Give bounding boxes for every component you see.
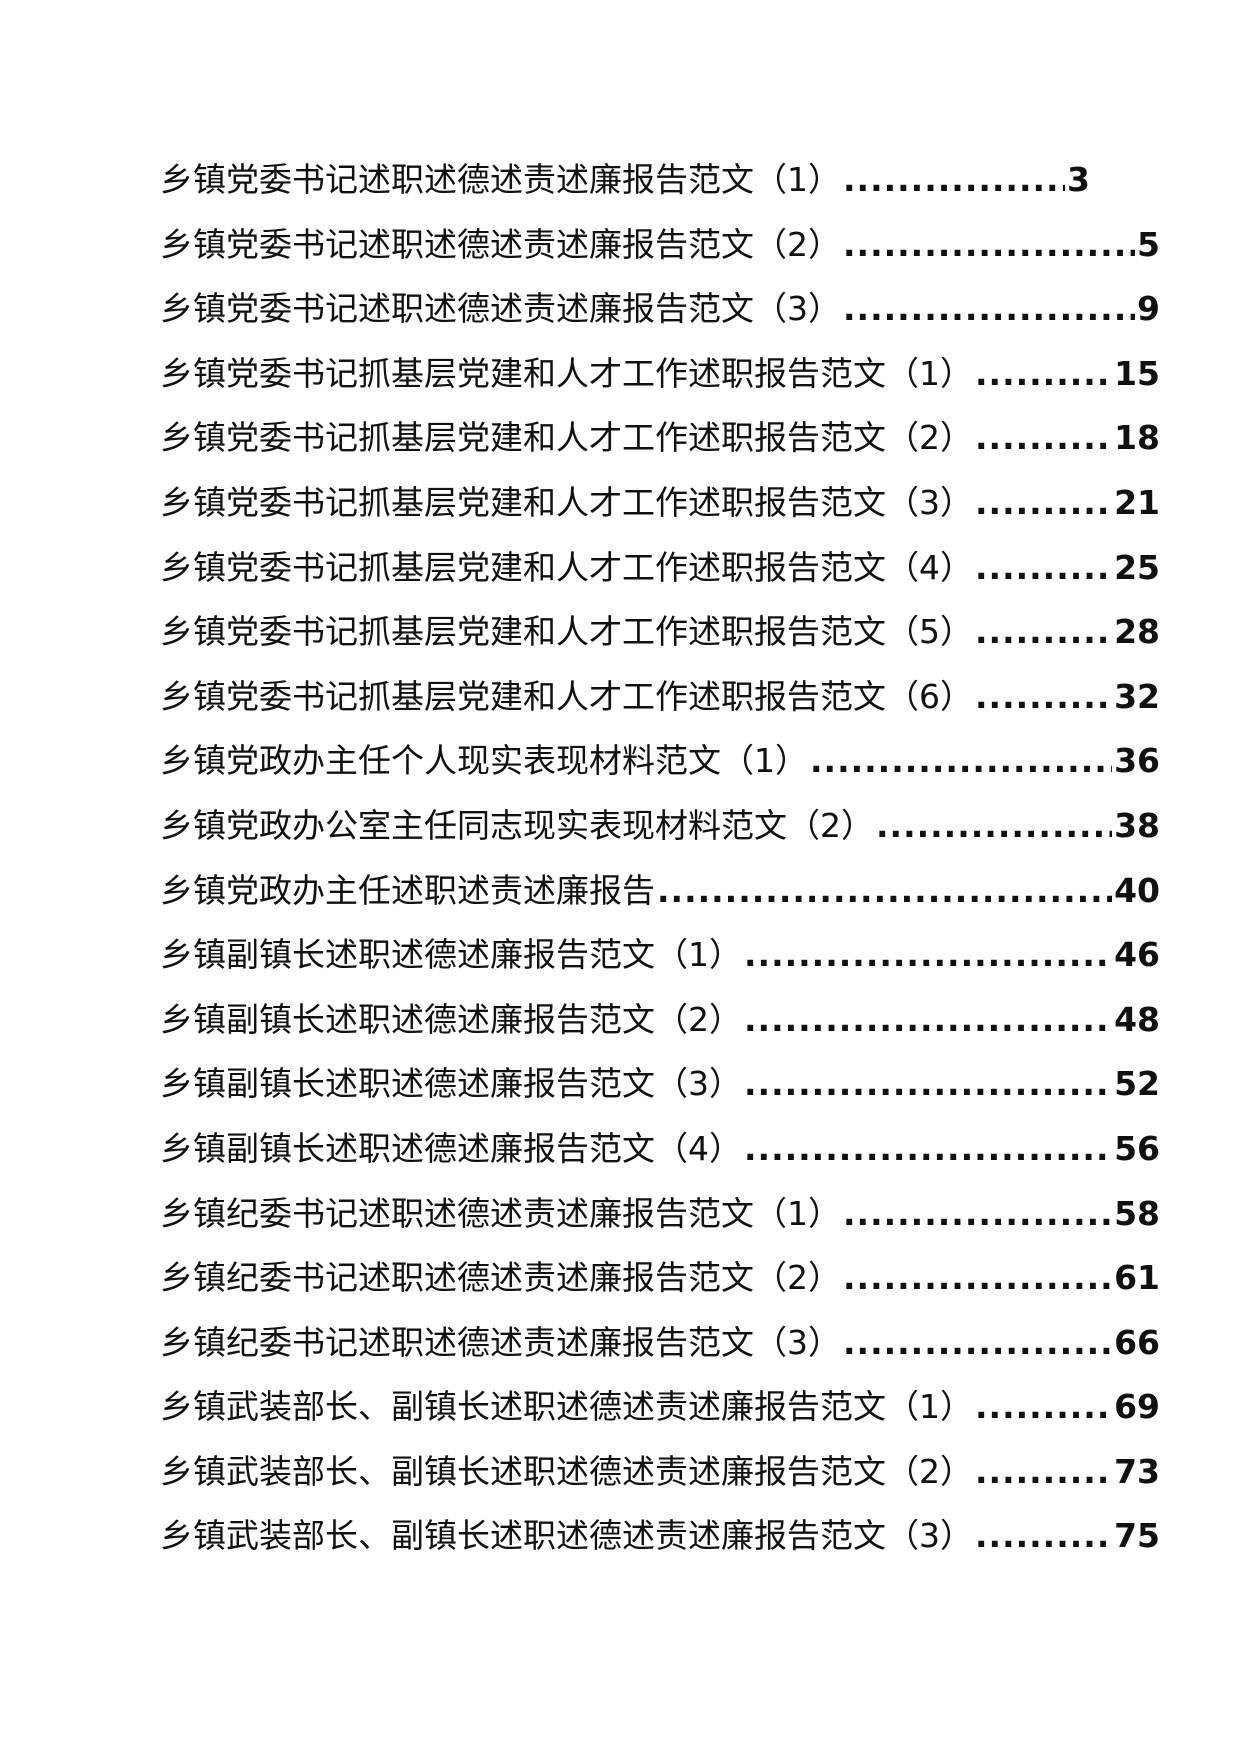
toc-dot-leader bbox=[843, 1246, 1112, 1311]
toc-page-number: 61 bbox=[1114, 1258, 1160, 1298]
toc-dot-leader bbox=[843, 1182, 1112, 1247]
toc-entry-title: 乡镇武装部长、副镇长述职述德述责述廉报告范文（3） bbox=[160, 1516, 973, 1556]
toc-entry-title: 乡镇武装部长、副镇长述职述德述责述廉报告范文（1） bbox=[160, 1387, 973, 1427]
toc-dot-leader bbox=[975, 665, 1112, 730]
toc-page-number: 40 bbox=[1114, 870, 1160, 910]
toc-dot-leader bbox=[975, 536, 1112, 601]
toc-dot-leader bbox=[975, 471, 1112, 536]
toc-entry-title: 乡镇副镇长述职述德述廉报告范文（1） bbox=[160, 935, 742, 975]
toc-page-number: 9 bbox=[1137, 289, 1160, 329]
toc-entry-title: 乡镇党委书记抓基层党建和人才工作述职报告范文（5） bbox=[160, 612, 973, 652]
toc-entry[interactable]: 乡镇党委书记抓基层党建和人才工作述职报告范文（3） 21 bbox=[160, 471, 1160, 536]
toc-dot-leader bbox=[744, 988, 1112, 1053]
toc-entry-title: 乡镇武装部长、副镇长述职述德述责述廉报告范文（2） bbox=[160, 1451, 973, 1491]
toc-entry[interactable]: 乡镇党委书记述职述德述责述廉报告范文（1） 3 bbox=[160, 148, 1090, 213]
toc-dot-leader bbox=[657, 859, 1112, 924]
toc-entry-title: 乡镇副镇长述职述德述廉报告范文（3） bbox=[160, 1064, 742, 1104]
toc-entry[interactable]: 乡镇党委书记抓基层党建和人才工作述职报告范文（5） 28 bbox=[160, 600, 1160, 665]
toc-page-number: 15 bbox=[1114, 353, 1160, 393]
toc-dot-leader bbox=[975, 1375, 1112, 1440]
toc-dot-leader bbox=[744, 923, 1112, 988]
toc-page-number: 73 bbox=[1114, 1451, 1160, 1491]
toc-entry-title: 乡镇党委书记述职述德述责述廉报告范文（3） bbox=[160, 289, 841, 329]
toc-entry-title: 乡镇党委书记抓基层党建和人才工作述职报告范文（6） bbox=[160, 676, 973, 716]
toc-page-number: 38 bbox=[1114, 805, 1160, 845]
toc-entry[interactable]: 乡镇党政办主任述职述责述廉报告 40 bbox=[160, 859, 1160, 924]
toc-dot-leader bbox=[843, 277, 1135, 342]
toc-page-number: 25 bbox=[1114, 547, 1160, 587]
toc-entry-title: 乡镇党政办主任述职述责述廉报告 bbox=[160, 870, 655, 910]
toc-entry[interactable]: 乡镇党委书记抓基层党建和人才工作述职报告范文（6） 32 bbox=[160, 665, 1160, 730]
toc-entry[interactable]: 乡镇武装部长、副镇长述职述德述责述廉报告范文（1） 69 bbox=[160, 1375, 1160, 1440]
toc-dot-leader bbox=[843, 148, 1065, 213]
toc-entry-title: 乡镇党委书记抓基层党建和人才工作述职报告范文（1） bbox=[160, 353, 973, 393]
toc-page-number: 18 bbox=[1114, 418, 1160, 458]
toc-entry[interactable]: 乡镇副镇长述职述德述廉报告范文（1） 46 bbox=[160, 923, 1160, 988]
toc-entry-title: 乡镇党委书记抓基层党建和人才工作述职报告范文（3） bbox=[160, 482, 973, 522]
toc-dot-leader bbox=[975, 406, 1112, 471]
toc-page-number: 28 bbox=[1114, 612, 1160, 652]
toc-dot-leader bbox=[876, 794, 1112, 859]
toc-page-number: 48 bbox=[1114, 999, 1160, 1039]
toc-entry-title: 乡镇党政办主任个人现实表现材料范文（1） bbox=[160, 741, 808, 781]
toc-dot-leader bbox=[975, 600, 1112, 665]
toc-entry-title: 乡镇党委书记述职述德述责述廉报告范文（1） bbox=[160, 160, 841, 199]
toc-page-number: 56 bbox=[1114, 1128, 1160, 1168]
toc-page-number: 3 bbox=[1067, 160, 1090, 199]
toc-entry[interactable]: 乡镇纪委书记述职述德述责述廉报告范文（3） 66 bbox=[160, 1311, 1160, 1376]
toc-entry[interactable]: 乡镇党委书记述职述德述责述廉报告范文（3） 9 bbox=[160, 277, 1160, 342]
toc-page-number: 75 bbox=[1114, 1516, 1160, 1556]
toc-entry[interactable]: 乡镇副镇长述职述德述廉报告范文（3） 52 bbox=[160, 1052, 1160, 1117]
toc-entry[interactable]: 乡镇副镇长述职述德述廉报告范文（2） 48 bbox=[160, 988, 1160, 1053]
toc-entry-title: 乡镇党委书记抓基层党建和人才工作述职报告范文（2） bbox=[160, 418, 973, 458]
toc-page-number: 21 bbox=[1114, 482, 1160, 522]
toc-entry[interactable]: 乡镇党委书记抓基层党建和人才工作述职报告范文（2） 18 bbox=[160, 406, 1160, 471]
toc-dot-leader bbox=[975, 342, 1112, 407]
toc-page-number: 36 bbox=[1114, 741, 1160, 781]
toc-entry[interactable]: 乡镇副镇长述职述德述廉报告范文（4） 56 bbox=[160, 1117, 1160, 1182]
toc-entry[interactable]: 乡镇纪委书记述职述德述责述廉报告范文（2） 61 bbox=[160, 1246, 1160, 1311]
toc-dot-leader bbox=[744, 1052, 1112, 1117]
toc-dot-leader bbox=[843, 1311, 1112, 1376]
toc-page-number: 66 bbox=[1114, 1322, 1160, 1362]
toc-entry-title: 乡镇纪委书记述职述德述责述廉报告范文（3） bbox=[160, 1322, 841, 1362]
table-of-contents: 乡镇党委书记述职述德述责述廉报告范文（1） 3 乡镇党委书记述职述德述责述廉报告… bbox=[160, 148, 1160, 1569]
toc-entry-title: 乡镇副镇长述职述德述廉报告范文（4） bbox=[160, 1128, 742, 1168]
toc-entry[interactable]: 乡镇党委书记抓基层党建和人才工作述职报告范文（4） 25 bbox=[160, 536, 1160, 601]
toc-dot-leader bbox=[975, 1440, 1112, 1505]
toc-entry-title: 乡镇纪委书记述职述德述责述廉报告范文（2） bbox=[160, 1258, 841, 1298]
toc-entry-title: 乡镇党政办公室主任同志现实表现材料范文（2） bbox=[160, 805, 874, 845]
toc-dot-leader bbox=[744, 1117, 1112, 1182]
toc-entry-title: 乡镇党委书记述职述德述责述廉报告范文（2） bbox=[160, 224, 841, 264]
toc-page-number: 5 bbox=[1137, 224, 1160, 264]
toc-entry[interactable]: 乡镇党政办主任个人现实表现材料范文（1） 36 bbox=[160, 729, 1160, 794]
toc-entry[interactable]: 乡镇党政办公室主任同志现实表现材料范文（2） 38 bbox=[160, 794, 1160, 859]
toc-page-number: 46 bbox=[1114, 935, 1160, 975]
toc-page-number: 52 bbox=[1114, 1064, 1160, 1104]
toc-entry-title: 乡镇纪委书记述职述德述责述廉报告范文（1） bbox=[160, 1193, 841, 1233]
toc-page-number: 32 bbox=[1114, 676, 1160, 716]
toc-entry-title: 乡镇党委书记抓基层党建和人才工作述职报告范文（4） bbox=[160, 547, 973, 587]
toc-entry[interactable]: 乡镇武装部长、副镇长述职述德述责述廉报告范文（3） 75 bbox=[160, 1504, 1160, 1569]
toc-entry[interactable]: 乡镇武装部长、副镇长述职述德述责述廉报告范文（2） 73 bbox=[160, 1440, 1160, 1505]
toc-entry[interactable]: 乡镇纪委书记述职述德述责述廉报告范文（1） 58 bbox=[160, 1182, 1160, 1247]
toc-page-number: 58 bbox=[1114, 1193, 1160, 1233]
toc-dot-leader bbox=[843, 213, 1135, 278]
toc-entry[interactable]: 乡镇党委书记述职述德述责述廉报告范文（2） 5 bbox=[160, 213, 1160, 278]
toc-entry[interactable]: 乡镇党委书记抓基层党建和人才工作述职报告范文（1） 15 bbox=[160, 342, 1160, 407]
toc-page-number: 69 bbox=[1114, 1387, 1160, 1427]
toc-dot-leader bbox=[975, 1504, 1112, 1569]
toc-dot-leader bbox=[810, 729, 1112, 794]
toc-entry-title: 乡镇副镇长述职述德述廉报告范文（2） bbox=[160, 999, 742, 1039]
